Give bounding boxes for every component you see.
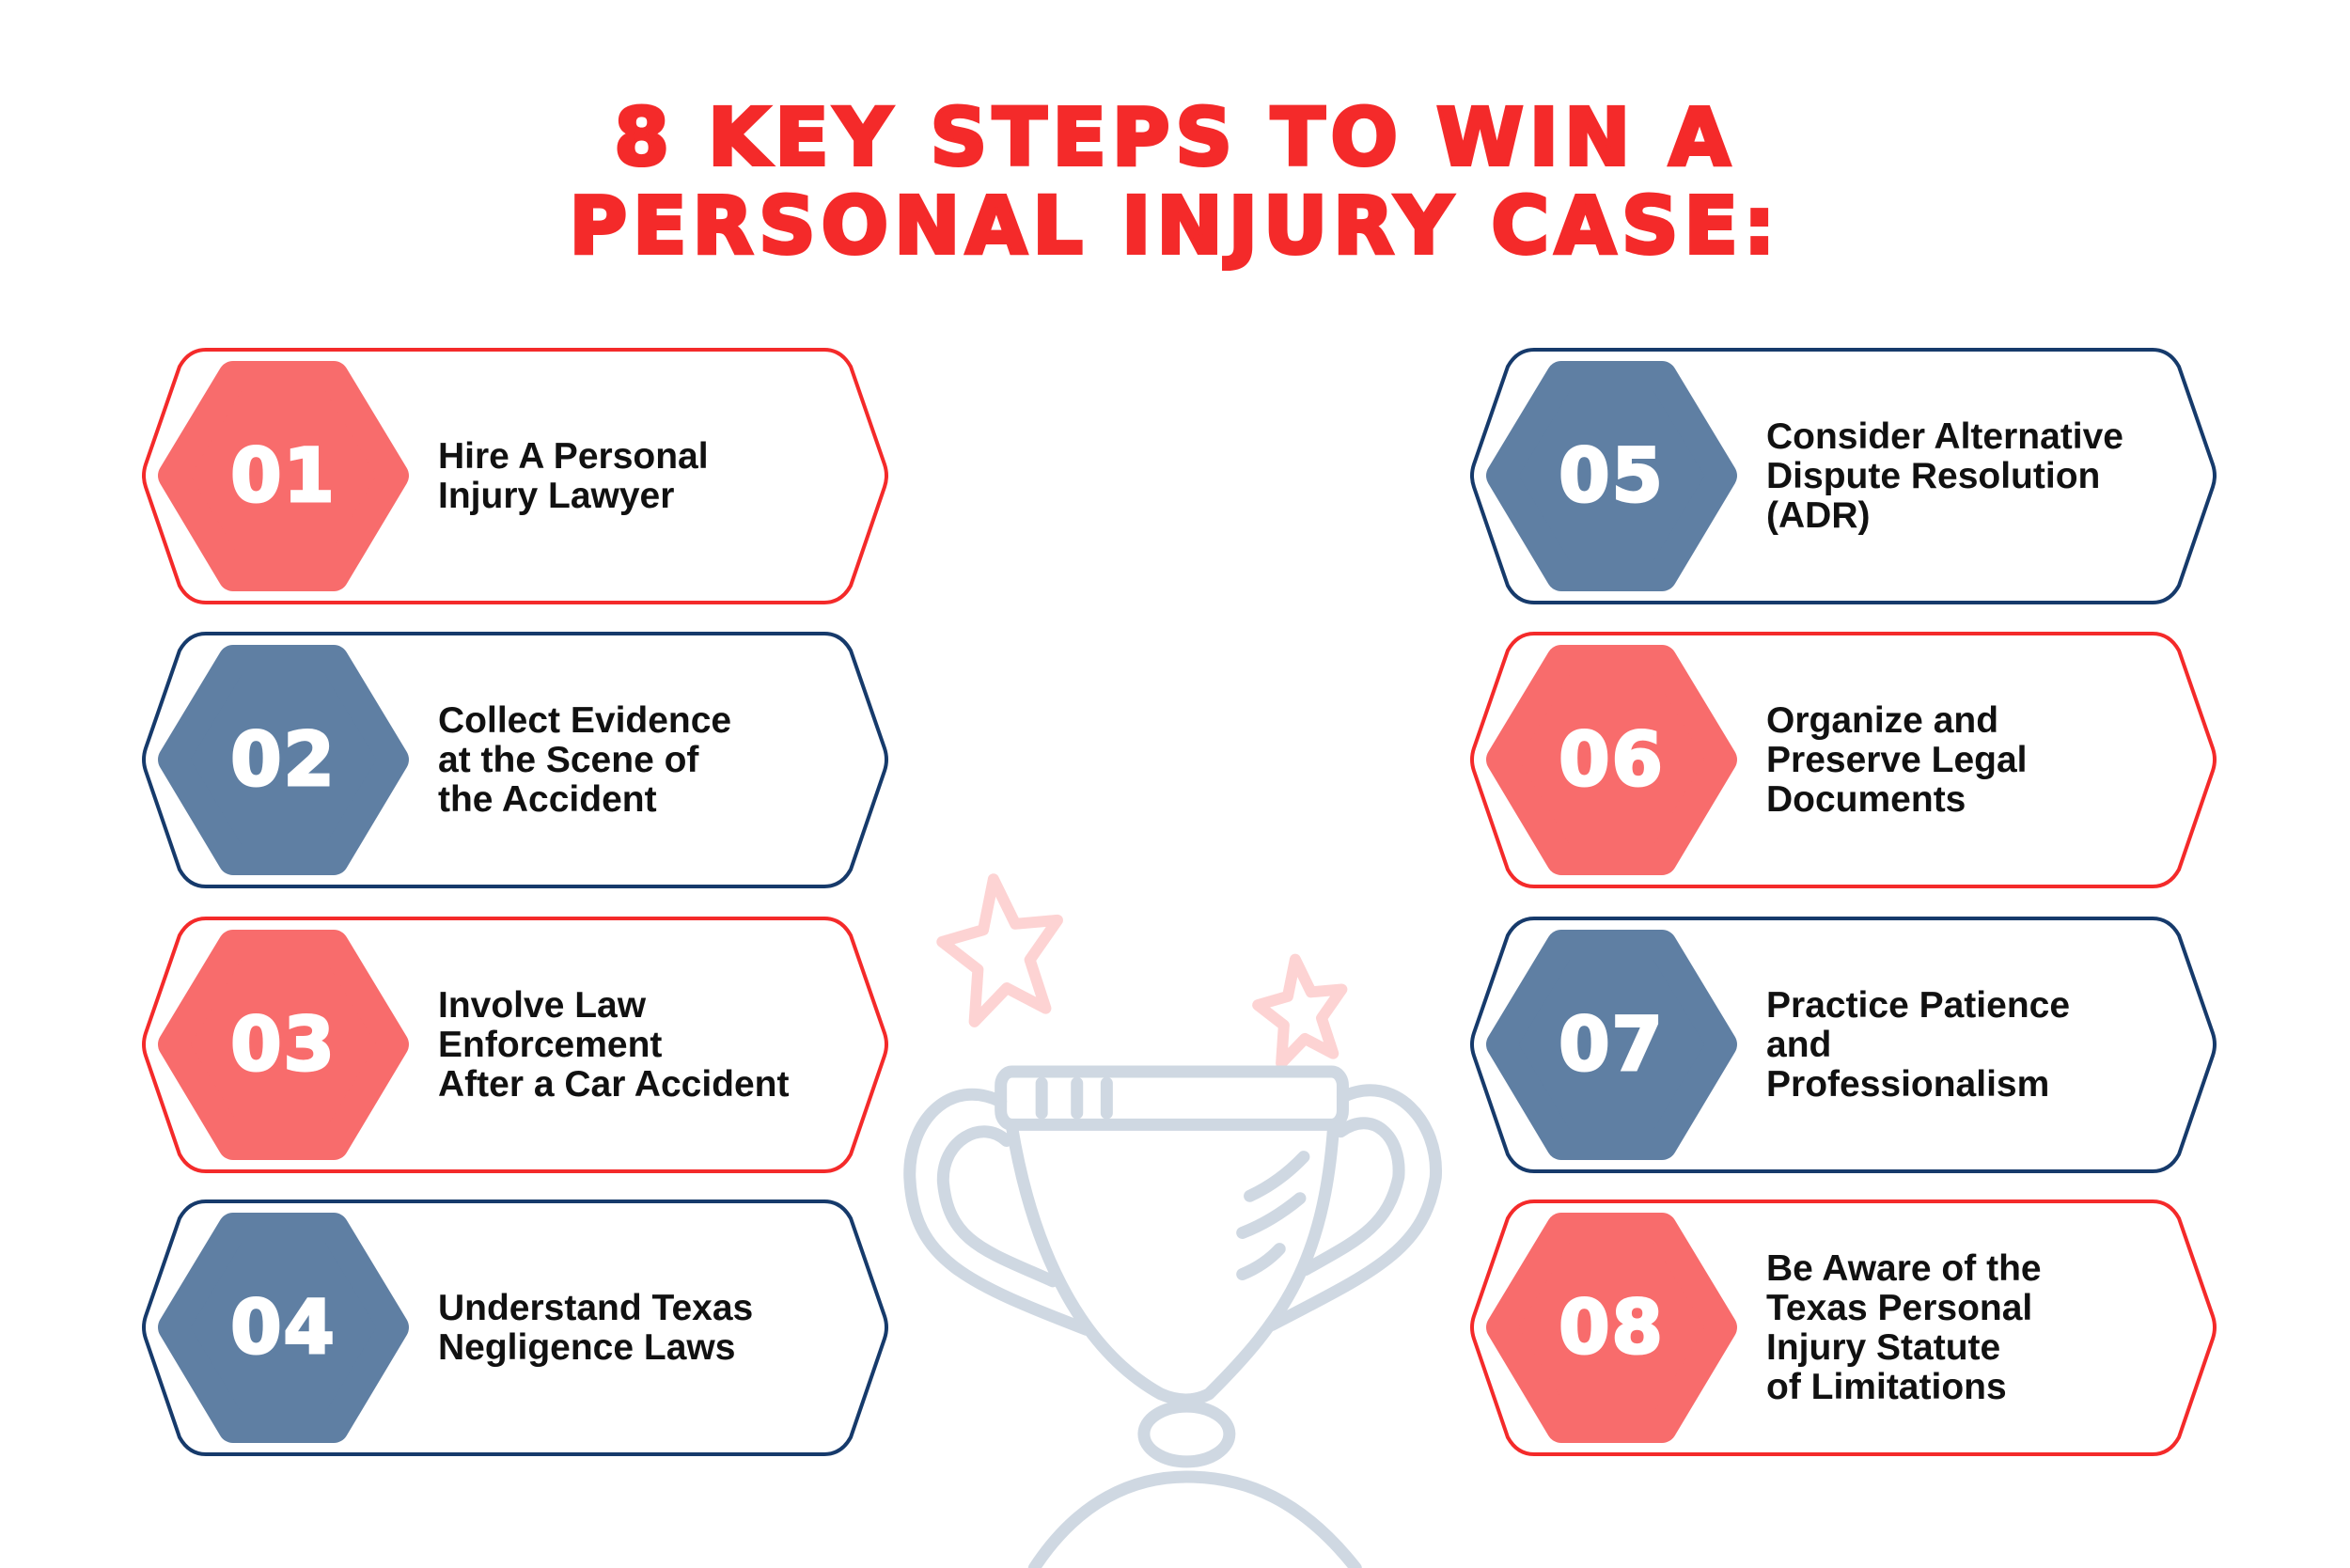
step-label-line: Organize and	[1766, 699, 1999, 741]
step-label-line: Preserve Legal	[1766, 739, 2028, 780]
step-label-line: Consider Alternative	[1766, 416, 2123, 457]
step-label-line: of Limitations	[1766, 1366, 2007, 1407]
step-label-line: Be Aware of the	[1766, 1247, 2042, 1289]
step-label-line: Collect Evidence	[438, 699, 732, 741]
trophy-illustration	[893, 846, 1476, 1568]
step-label-line: Negligence Laws	[438, 1326, 736, 1368]
step-label-line: Hire A Personal	[438, 435, 709, 477]
step-label-line: Understand Texas	[438, 1287, 754, 1328]
step-label-line: After a Car Accident	[438, 1063, 790, 1105]
step-number-badge: 02	[158, 645, 409, 875]
step-label-line: Injury Statute	[1766, 1326, 2001, 1368]
step-number-badge: 03	[158, 930, 409, 1160]
star-icons	[942, 879, 1341, 1063]
infographic-title-line-2: PERSONAL INJURY CASE:	[568, 179, 1781, 273]
step-label-line: at the Scene of	[438, 739, 699, 780]
step-label-line: Involve Law	[438, 984, 647, 1026]
step-number: 06	[1558, 716, 1665, 804]
star-icon	[1258, 960, 1341, 1063]
step-label-line: Dispute Resolution	[1766, 455, 2101, 496]
step-label-line: Professionalism	[1766, 1063, 2050, 1105]
step-label-line: Practice Patience	[1766, 984, 2071, 1026]
step-label-line: (ADR)	[1766, 494, 1871, 536]
step-label-line: Enforcement	[438, 1024, 663, 1065]
step-label-line: and	[1766, 1024, 1832, 1065]
step-label-line: Texas Personal	[1766, 1287, 2033, 1328]
step-number: 02	[229, 716, 337, 804]
step-number: 07	[1558, 1001, 1665, 1089]
step-number: 03	[229, 1001, 337, 1089]
infographic-title-line-1: 8 KEY STEPS TO WIN A	[612, 90, 1736, 184]
step-number-badge: 04	[158, 1213, 409, 1443]
step-number: 05	[1558, 432, 1665, 520]
step-number: 08	[1558, 1284, 1665, 1372]
step-number-badge: 05	[1486, 361, 1737, 591]
step-number: 04	[229, 1284, 337, 1372]
step-label-line: Injury Lawyer	[438, 475, 675, 516]
step-number-badge: 07	[1486, 930, 1737, 1160]
step-number: 01	[229, 432, 337, 520]
step-number-badge: 06	[1486, 645, 1737, 875]
trophy-icon	[910, 1072, 1436, 1568]
step-number-badge: 08	[1486, 1213, 1737, 1443]
star-icon	[942, 879, 1058, 1022]
step-number-badge: 01	[158, 361, 409, 591]
step-label-line: Documents	[1766, 778, 1966, 820]
step-label-line: the Accident	[438, 778, 657, 820]
